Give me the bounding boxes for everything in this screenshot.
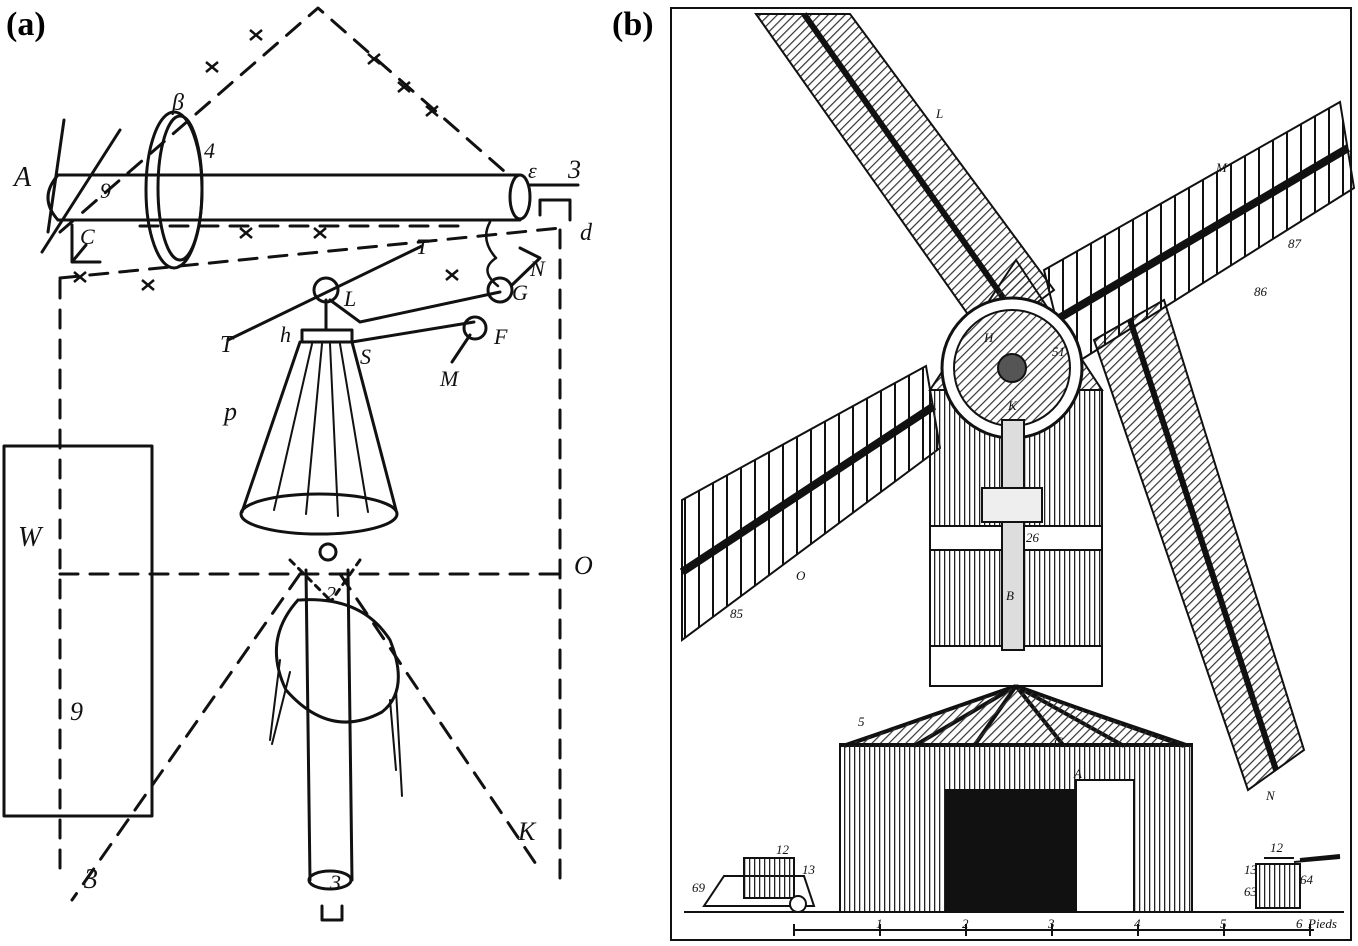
collar-s <box>300 298 354 344</box>
label-sail-o: O <box>796 568 806 583</box>
sketch-letter-h: h <box>280 322 291 347</box>
sketch-letter-l: L <box>343 286 356 311</box>
windmill-sails <box>679 12 1356 792</box>
panel-label-b: (b) <box>612 6 654 43</box>
sketch-panel: A 9 β 4 ε 3 d C T T L h G N F M S p W O … <box>2 6 593 922</box>
label-c: C <box>1054 734 1063 749</box>
sketch-letter-9: 9 <box>100 178 111 203</box>
sketch-letter-3-right: 3 <box>567 155 581 184</box>
sketch-letter-o: O <box>574 551 593 580</box>
bracket-d <box>538 198 572 222</box>
roundhouse-door <box>945 789 1077 913</box>
pulley-g <box>486 276 514 304</box>
sketch-letter-2: 2 <box>326 583 336 605</box>
sketch-letter-3-bottom: 3 <box>83 864 98 895</box>
roundhouse-stone <box>1075 779 1135 913</box>
label-63: 63 <box>1244 884 1258 899</box>
hoop-bag <box>269 598 403 797</box>
ring-o <box>318 542 338 562</box>
sketch-letter-p: p <box>222 397 237 426</box>
scale-2: 2 <box>962 916 969 931</box>
label-51: 51 <box>1052 344 1065 359</box>
winch-right <box>1255 854 1341 909</box>
sketch-letter-beta: β <box>171 90 184 116</box>
vertical-post <box>304 568 354 922</box>
sketch-letter-3-shaft: 3 <box>329 870 341 895</box>
sketch-letter-a: A <box>12 162 32 193</box>
sketch-letter-9-lower: 9 <box>70 697 83 726</box>
brake-wheel <box>144 110 204 270</box>
cone-p <box>239 340 399 536</box>
main-shaft <box>46 173 580 222</box>
dashed-top-triangle <box>58 6 562 280</box>
label-26: 26 <box>1026 530 1040 545</box>
sketch-letter-n: N <box>529 256 546 281</box>
sketch-letter-g: G <box>512 280 528 305</box>
mill-body <box>839 258 1193 913</box>
label-13-right: 13 <box>1244 862 1258 877</box>
box-w <box>2 444 154 818</box>
bracket-c <box>70 223 102 264</box>
label-85: 85 <box>730 606 744 621</box>
label-86: 86 <box>1254 284 1268 299</box>
pulley-f <box>462 315 488 341</box>
label-12-left: 12 <box>776 842 790 857</box>
scale-3: 3 <box>1047 916 1055 931</box>
cab-base <box>929 645 1103 687</box>
scale-1: 1 <box>876 916 883 931</box>
sketch-letter-4: 4 <box>204 138 215 163</box>
dashed-frame <box>58 228 562 902</box>
crossbar-t <box>226 244 424 342</box>
label-69: 69 <box>692 880 706 895</box>
sketch-letter-c: C <box>80 224 95 249</box>
label-64: 64 <box>1300 872 1314 887</box>
winch-left <box>702 857 816 913</box>
sketch-letter-f: F <box>493 324 508 349</box>
label-sail-m: M <box>1215 160 1228 175</box>
label-12-right: 12 <box>1270 840 1284 855</box>
sketch-letter-t-right: T <box>416 234 430 259</box>
sketch-letter-d: d <box>580 220 593 246</box>
panel-label-a: (a) <box>6 6 46 43</box>
sketch-letter-m: M <box>439 366 460 391</box>
stroke-near-a <box>40 118 122 254</box>
sketch-letter-s: S <box>360 344 371 369</box>
label-b: B <box>1006 588 1014 603</box>
cross-marks <box>73 29 459 291</box>
scale-pieds: Pieds <box>1307 916 1337 931</box>
scale-4: 4 <box>1134 916 1141 931</box>
engraving-panel: L M 87 86 85 O N H 51 K 26 B A 5 C 12 13… <box>670 7 1356 941</box>
scale-6: 6 <box>1296 916 1303 931</box>
label-k: K <box>1007 398 1018 413</box>
label-87: 87 <box>1288 236 1302 251</box>
label-13-left: 13 <box>802 862 816 877</box>
label-sail-n: N <box>1265 788 1276 803</box>
main-shaft-b <box>1001 419 1025 651</box>
sketch-letter-k: K <box>517 817 537 846</box>
sketch-letter-e: ε <box>528 158 537 183</box>
ground-and-scale <box>684 911 1344 936</box>
label-5: 5 <box>858 714 865 729</box>
lever-arms <box>328 246 542 364</box>
label-a: A <box>1073 766 1082 781</box>
millstone <box>981 487 1043 523</box>
label-h: H <box>983 330 994 345</box>
sketch-letter-w: W <box>18 522 44 553</box>
label-sail-l: L <box>935 106 943 121</box>
scale-5: 5 <box>1220 916 1227 931</box>
sketch-letter-t-left: T <box>220 332 235 358</box>
chain <box>484 220 500 288</box>
